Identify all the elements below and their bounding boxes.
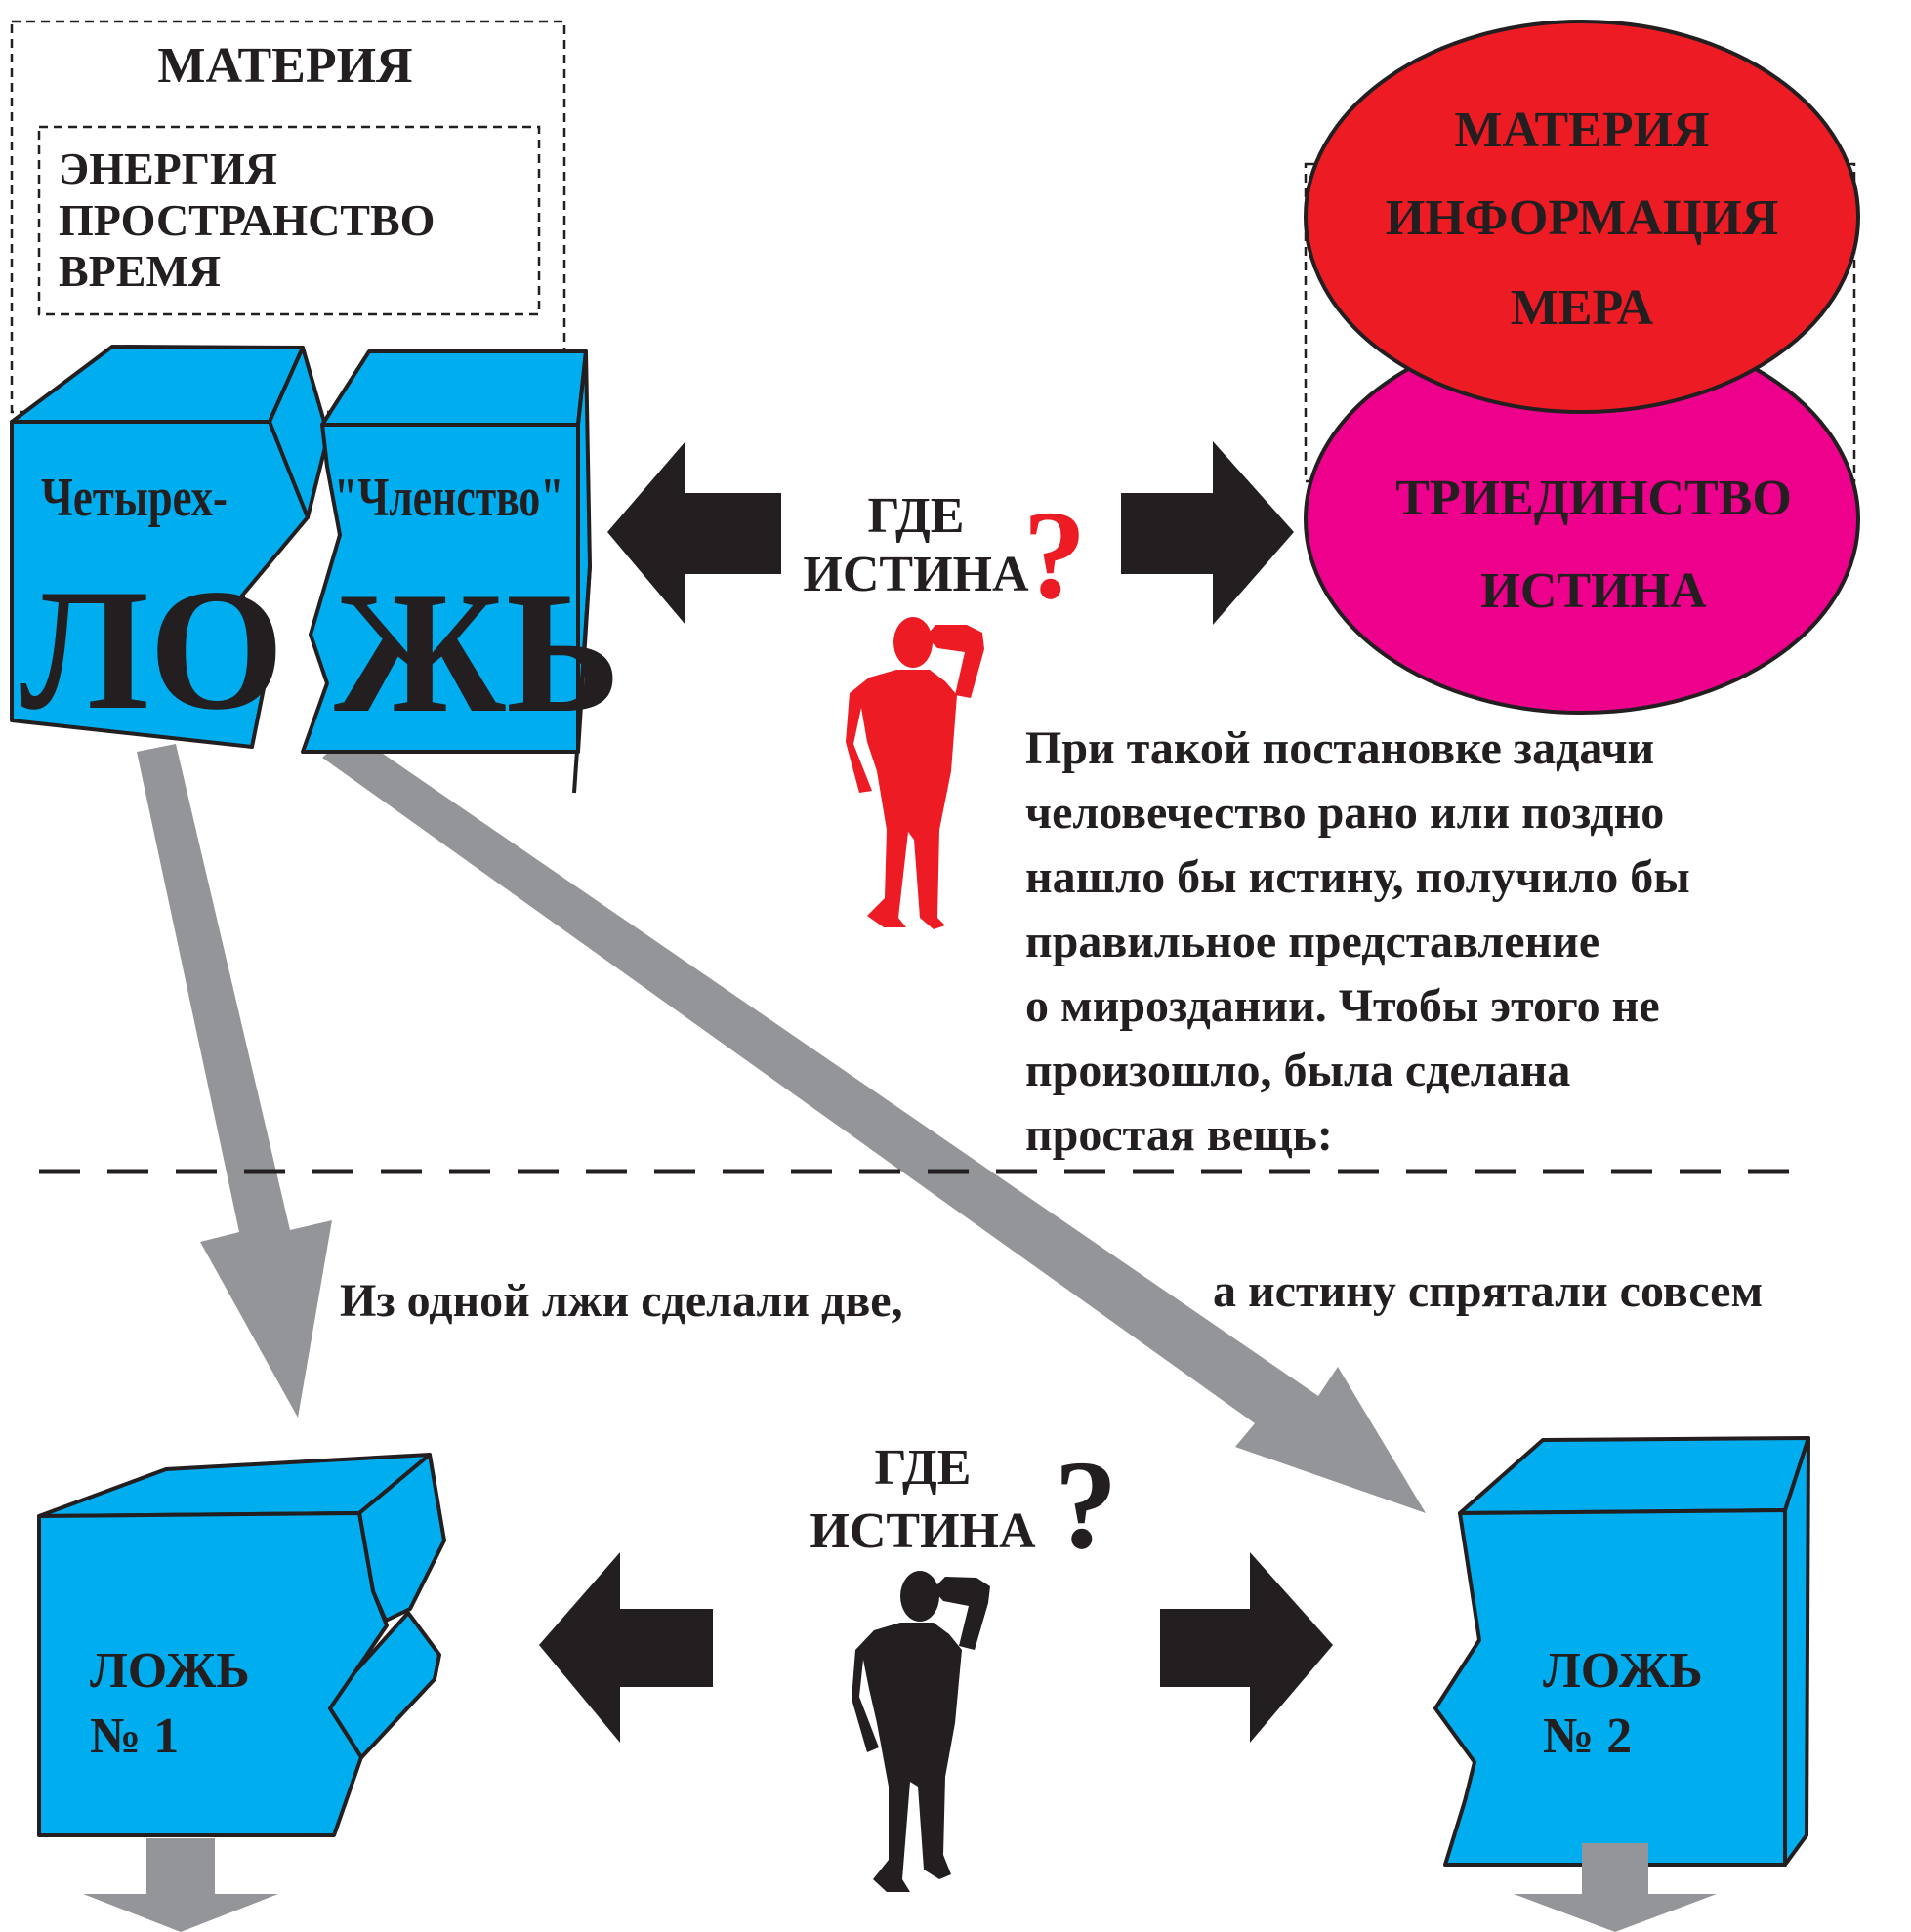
cube-left-piece [10, 345, 330, 749]
paragraph-line-7: простая вещь: [1025, 1109, 1333, 1161]
cube-right-big-text: ЖЬ [334, 555, 621, 749]
lie-2-line-2: № 2 [1543, 1708, 1632, 1764]
gray-arrow-down-lie-2 [1514, 1843, 1717, 1932]
black-arrow-left-bottom [539, 1552, 713, 1743]
lie-2-line-1: ЛОЖЬ [1543, 1643, 1703, 1699]
black-arrow-left-top [607, 441, 781, 625]
lie-2-cube [1433, 1436, 1810, 1867]
matter-title: МАТЕРИЯ [157, 38, 412, 94]
gray-arrow-down-lie-1 [83, 1838, 278, 1932]
energy-line-1: ЭНЕРГИЯ [59, 144, 277, 193]
gray-arrow-to-lie-2 [322, 732, 1426, 1513]
cube-right-piece [301, 349, 592, 794]
lie-1-line-1: ЛОЖЬ [90, 1643, 250, 1699]
question-bottom-line-2: ИСТИНА [810, 1503, 1036, 1559]
cube-right-label: "Членство" [334, 467, 564, 527]
question-bottom-line-1: ГДЕ [875, 1440, 972, 1496]
truth-dashed-frame [1304, 162, 1856, 483]
paragraph-line-1: При такой постановке задачи [1025, 722, 1654, 774]
question-top-line-1: ГДЕ [868, 488, 965, 544]
cube-left-label: Четырех- [41, 467, 228, 527]
red-ellipse [1304, 20, 1860, 414]
question-bottom-mark: ? [1055, 1435, 1118, 1576]
energy-dashed-frame [37, 125, 541, 316]
paragraph-line-4: правильное представление [1025, 916, 1599, 967]
paragraph-line-3: нашло бы истину, получило бы [1025, 851, 1690, 903]
cube-left-big-text: ЛО [20, 553, 284, 746]
energy-line-3: ВРЕМЯ [59, 246, 221, 296]
paragraph-line-2: человечество рано или поздно [1025, 787, 1664, 839]
paragraph-line-5: о мироздании. Чтобы этого не [1025, 980, 1660, 1032]
pink-ellipse-line-2: ИСТИНА [1480, 563, 1707, 619]
red-ellipse-line-3: МЕРА [1511, 280, 1654, 336]
lie-1-line-2: № 1 [90, 1708, 179, 1764]
pink-ellipse-line-1: ТРИЕДИНСТВО [1395, 471, 1792, 526]
caption-right: а истину спрятали совсем [1213, 1265, 1763, 1317]
question-top-line-2: ИСТИНА [803, 547, 1029, 602]
paragraph-line-6: произошло, была сделана [1025, 1045, 1570, 1096]
red-ellipse-line-1: МАТЕРИЯ [1454, 103, 1709, 158]
energy-line-2: ПРОСТРАНСТВО [59, 195, 435, 245]
figure-red-thinking [846, 617, 984, 929]
black-arrow-right-bottom [1160, 1552, 1333, 1743]
red-ellipse-line-2: ИНФОРМАЦИЯ [1386, 190, 1779, 246]
explanation-paragraph: При такой постановке задачи человечество… [1025, 722, 1690, 1161]
lie-1-cube [37, 1453, 446, 1837]
question-top-mark: ? [1023, 485, 1087, 626]
gray-arrow-to-lie-1 [137, 744, 332, 1418]
caption-left: Из одной лжи сделали две, [340, 1275, 903, 1327]
figure-black-thinking [852, 1571, 990, 1892]
black-arrow-right-top [1121, 441, 1294, 625]
